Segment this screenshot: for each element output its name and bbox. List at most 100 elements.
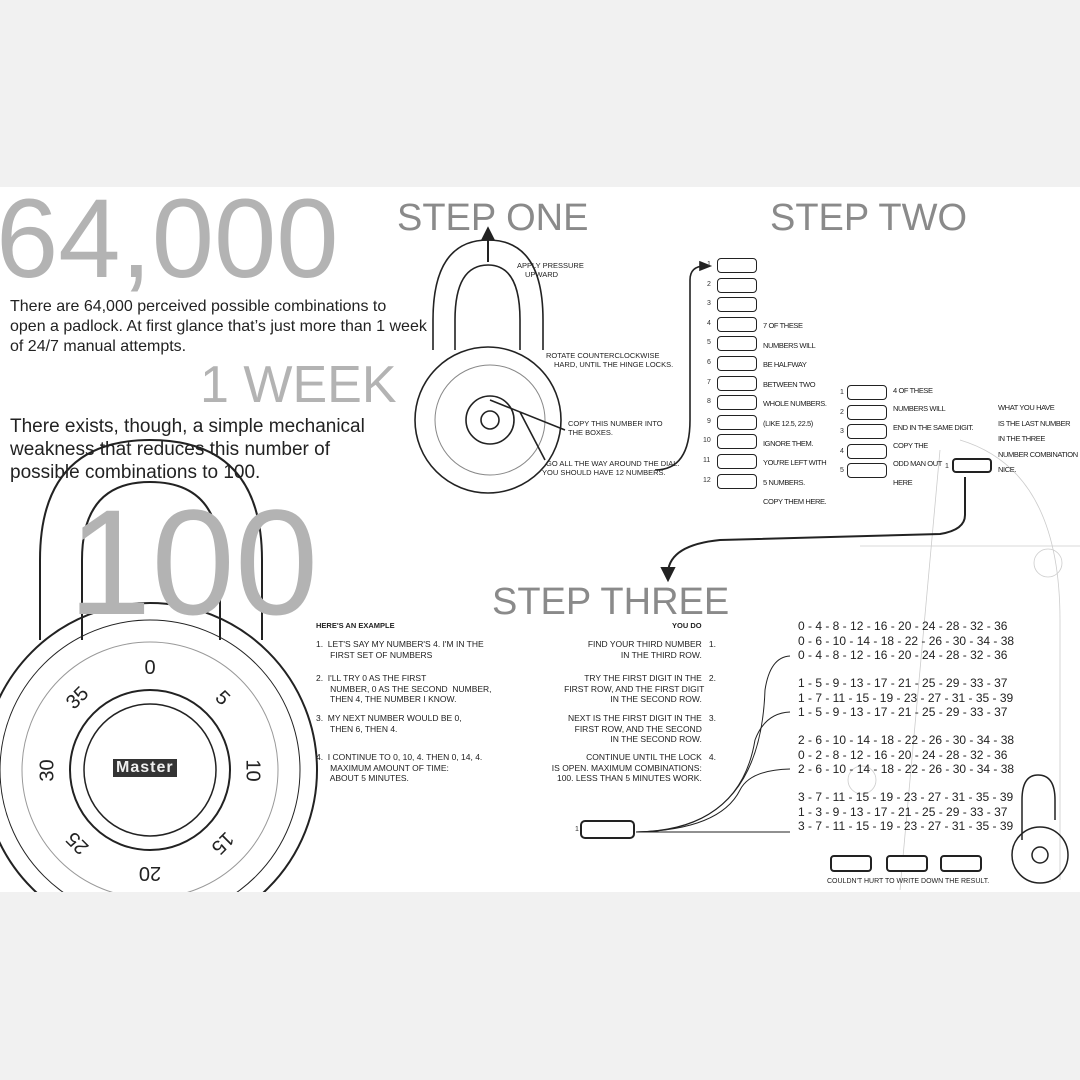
box-number: 2 bbox=[840, 408, 844, 416]
box-number: 1 bbox=[575, 826, 579, 833]
combination-row: 1 - 5 - 9 - 13 - 17 - 21 - 25 - 29 - 33 … bbox=[798, 676, 1008, 690]
step-one-title: STEP ONE bbox=[397, 197, 589, 239]
combination-row: 0 - 6 - 10 - 14 - 18 - 22 - 26 - 30 - 34… bbox=[798, 633, 1015, 648]
step-two-note: NUMBERS WILL bbox=[763, 340, 816, 350]
faint-lock-guides bbox=[847, 439, 1080, 891]
example-step-line: MAXIMUM AMOUNT OF TIME: bbox=[316, 762, 449, 773]
box-number: 5 bbox=[840, 467, 844, 475]
result-caption: COULDN'T HURT TO WRITE DOWN THE RESULT. bbox=[827, 878, 990, 885]
box-number: 2 bbox=[707, 280, 711, 288]
step-two-note: BE HALFWAY bbox=[763, 360, 807, 370]
combination-row: 3 - 7 - 11 - 15 - 19 - 23 - 27 - 31 - 35… bbox=[798, 790, 1014, 804]
step-two-note: IGNORE THEM. bbox=[763, 438, 814, 448]
example-heading: HERE'S AN EXAMPLE bbox=[316, 621, 395, 630]
number-box[interactable] bbox=[847, 404, 887, 420]
dial-number: 10 bbox=[241, 759, 264, 782]
result-box[interactable] bbox=[830, 855, 872, 872]
box-number: 12 bbox=[703, 476, 711, 484]
box-number: 3 bbox=[840, 428, 844, 436]
weakness-line: There exists, though, a simple mechanica… bbox=[10, 416, 365, 437]
box-number: 1 bbox=[945, 463, 949, 470]
you-do-step-line: FIRST ROW, AND THE SECOND bbox=[574, 723, 716, 734]
step-two-note: NUMBERS WILL bbox=[893, 404, 946, 414]
box-number: 11 bbox=[703, 457, 711, 464]
number-box[interactable] bbox=[847, 463, 887, 479]
you-do-step-line: IS OPEN. MAXIMUM COMBINATIONS: bbox=[551, 762, 716, 773]
you-do-heading: YOU DO bbox=[672, 621, 702, 630]
step-two-note: ODD MAN OUT bbox=[893, 459, 942, 469]
example-step-line: THEN 4, THE NUMBER I KNOW. bbox=[316, 694, 457, 704]
combination-row: 3 - 7 - 11 - 15 - 19 - 23 - 27 - 31 - 35… bbox=[798, 819, 1014, 834]
step-two-note: END IN THE SAME DIGIT. bbox=[893, 422, 974, 432]
row-arrows bbox=[635, 655, 791, 833]
number-box[interactable] bbox=[847, 424, 887, 440]
example-step-line: 2. I'LL TRY 0 AS THE FIRST bbox=[316, 673, 427, 683]
example-step-line: 3. MY NEXT NUMBER WOULD BE 0, bbox=[316, 713, 462, 723]
number-box[interactable] bbox=[717, 395, 757, 411]
intro-line: There are 64,000 perceived possible comb… bbox=[10, 298, 387, 315]
dial-number: 30 bbox=[36, 759, 59, 782]
weakness-line: weakness that reduces this number of bbox=[10, 439, 331, 460]
infographic-panel: 64,000 1 WEEK 100 There are 64,000 perce… bbox=[0, 187, 1080, 892]
number-box[interactable] bbox=[717, 434, 757, 450]
box-number: 1 bbox=[840, 389, 844, 396]
combination-row: 2 - 6 - 10 - 14 - 18 - 22 - 26 - 30 - 34… bbox=[798, 762, 1015, 777]
number-box[interactable] bbox=[717, 356, 757, 371]
lock-brand-logo: Master bbox=[113, 759, 177, 777]
intro-paragraph: There are 64,000 perceived possible comb… bbox=[10, 297, 427, 357]
number-box[interactable] bbox=[847, 443, 887, 459]
box-number: 10 bbox=[703, 437, 711, 445]
step-two-note: NUMBER COMBINATION bbox=[998, 449, 1078, 459]
you-do-step-line: FIND YOUR THIRD NUMBER 1. bbox=[587, 639, 716, 649]
big-number-64000: 64,000 bbox=[0, 187, 339, 301]
step-two-note: COPY THE bbox=[893, 440, 928, 450]
step-one-padlock-drawing bbox=[414, 226, 713, 494]
step-two-note: IS THE LAST NUMBER bbox=[998, 418, 1071, 428]
example-step-line: THEN 6, THEN 4. bbox=[316, 723, 398, 734]
number-box[interactable] bbox=[717, 297, 757, 313]
box-number: 9 bbox=[707, 417, 711, 425]
result-box[interactable] bbox=[886, 855, 928, 872]
step-two-note: NICE. bbox=[998, 465, 1017, 474]
big-number-100: 100 bbox=[68, 478, 319, 646]
number-box[interactable] bbox=[847, 385, 887, 400]
combination-row: 1 - 3 - 9 - 13 - 17 - 21 - 25 - 29 - 33 … bbox=[798, 804, 1008, 819]
number-box[interactable] bbox=[717, 454, 757, 469]
one-week-label: 1 WEEK bbox=[200, 356, 397, 414]
weakness-paragraph: There exists, though, a simple mechanica… bbox=[10, 415, 365, 484]
step-two-note: BETWEEN TWO bbox=[763, 379, 816, 389]
number-box[interactable] bbox=[717, 473, 757, 489]
combination-row: 1 - 7 - 11 - 15 - 19 - 23 - 27 - 31 - 35… bbox=[798, 690, 1014, 705]
number-box[interactable] bbox=[717, 277, 757, 293]
box-number: 5 bbox=[707, 339, 711, 347]
you-do-step-line: TRY THE FIRST DIGIT IN THE 2. bbox=[584, 673, 716, 683]
example-step-line: FIRST SET OF NUMBERS bbox=[316, 649, 433, 660]
open-padlock-drawing bbox=[1011, 774, 1069, 884]
combination-row: 0 - 2 - 8 - 12 - 16 - 20 - 24 - 28 - 32 … bbox=[798, 747, 1008, 762]
step-two-note: YOU'RE LEFT WITH bbox=[763, 458, 827, 468]
number-box[interactable] bbox=[717, 375, 757, 391]
step-two-note: 4 OF THESE bbox=[893, 386, 933, 395]
number-box[interactable] bbox=[717, 336, 757, 352]
final-number-box[interactable] bbox=[952, 458, 992, 473]
step-two-note: WHAT YOU HAVE bbox=[998, 403, 1055, 412]
you-do-step-line: IN THE SECOND ROW. bbox=[610, 734, 716, 744]
step-two-note: COPY THEM HERE. bbox=[763, 497, 827, 507]
step-two-title: STEP TWO bbox=[770, 197, 968, 239]
number-box[interactable] bbox=[717, 316, 757, 332]
intro-line: of 24/7 manual attempts. bbox=[10, 338, 187, 355]
result-box[interactable] bbox=[940, 855, 982, 872]
you-do-step-line: NEXT IS THE FIRST DIGIT IN THE 3. bbox=[568, 713, 716, 723]
number-box[interactable] bbox=[717, 258, 757, 273]
you-do-step-line: FIRST ROW, AND THE FIRST DIGIT bbox=[564, 683, 716, 694]
step-two-note: HERE bbox=[893, 477, 913, 487]
number-box[interactable] bbox=[717, 414, 757, 430]
known-number-box[interactable] bbox=[580, 820, 635, 839]
step-three-title: STEP THREE bbox=[492, 581, 730, 623]
combination-row: 1 - 5 - 9 - 13 - 17 - 21 - 25 - 29 - 33 … bbox=[798, 705, 1008, 720]
box-number: 7 bbox=[707, 378, 711, 386]
combination-row: 0 - 4 - 8 - 12 - 16 - 20 - 24 - 28 - 32 … bbox=[798, 619, 1008, 633]
